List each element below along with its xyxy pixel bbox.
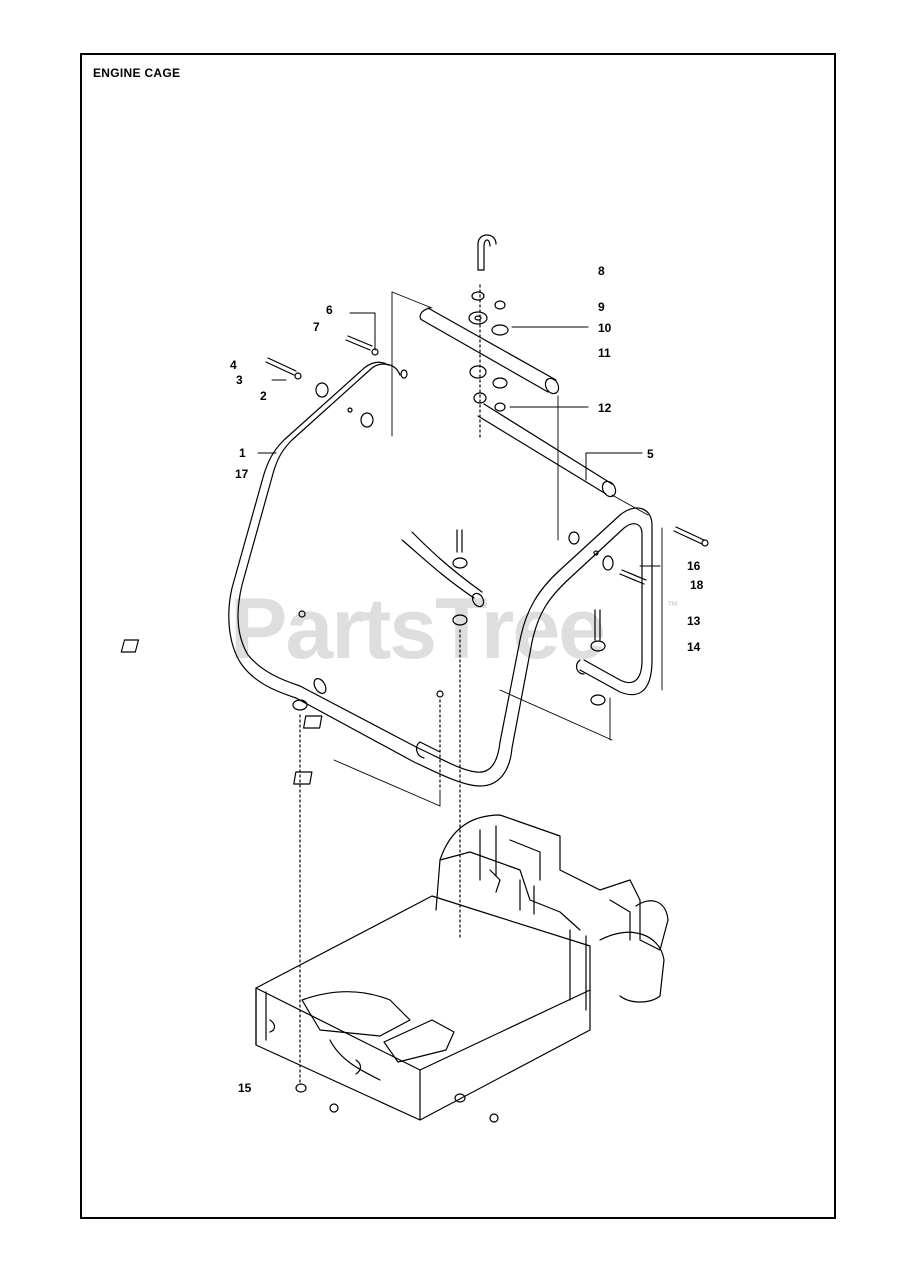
callout-3: 3 bbox=[236, 373, 243, 387]
callout-18: 18 bbox=[690, 578, 704, 592]
callout-4: 4 bbox=[230, 358, 237, 372]
callout-9: 9 bbox=[598, 300, 605, 314]
hook-rod bbox=[477, 234, 497, 441]
callout-15: 15 bbox=[238, 1081, 252, 1095]
callout-16: 16 bbox=[687, 559, 701, 573]
front-partial-tube bbox=[401, 531, 485, 608]
callout-2: 2 bbox=[260, 389, 267, 403]
callout-11: 11 bbox=[598, 346, 611, 360]
callout-14: 14 bbox=[687, 640, 701, 654]
mount-studs bbox=[120, 529, 606, 1086]
upper-crossbar bbox=[419, 307, 560, 395]
fastener-stack-upper bbox=[468, 291, 509, 412]
left-tube-end bbox=[313, 678, 327, 694]
left-cage-tube bbox=[228, 361, 513, 787]
watermark-trademark: ™ bbox=[667, 600, 678, 612]
callout-10: 10 bbox=[598, 321, 612, 335]
callout-12: 12 bbox=[598, 401, 612, 415]
callout-8: 8 bbox=[598, 264, 605, 278]
engine-mount bbox=[435, 814, 669, 1011]
watermark-logo: PartsTree bbox=[230, 581, 606, 677]
diagram-frame bbox=[80, 53, 836, 1219]
callout-5: 5 bbox=[647, 447, 654, 461]
mower-frame bbox=[255, 895, 591, 1121]
right-tube-end bbox=[575, 659, 585, 675]
construction-lines bbox=[333, 291, 663, 807]
callout-17: 17 bbox=[235, 467, 249, 481]
bottom-nuts bbox=[295, 1083, 499, 1123]
right-cage-tube bbox=[499, 507, 653, 749]
bottom-sleeve bbox=[415, 741, 441, 759]
callout-leaders bbox=[257, 312, 661, 567]
callout-7: 7 bbox=[313, 320, 320, 334]
left-bolts bbox=[265, 335, 408, 428]
diagram-title: ENGINE CAGE bbox=[93, 66, 181, 80]
right-bolts bbox=[568, 526, 709, 585]
middle-crossbar bbox=[477, 403, 617, 498]
callout-6: 6 bbox=[326, 303, 333, 317]
callout-1: 1 bbox=[239, 446, 246, 460]
callout-13: 13 bbox=[687, 614, 701, 628]
